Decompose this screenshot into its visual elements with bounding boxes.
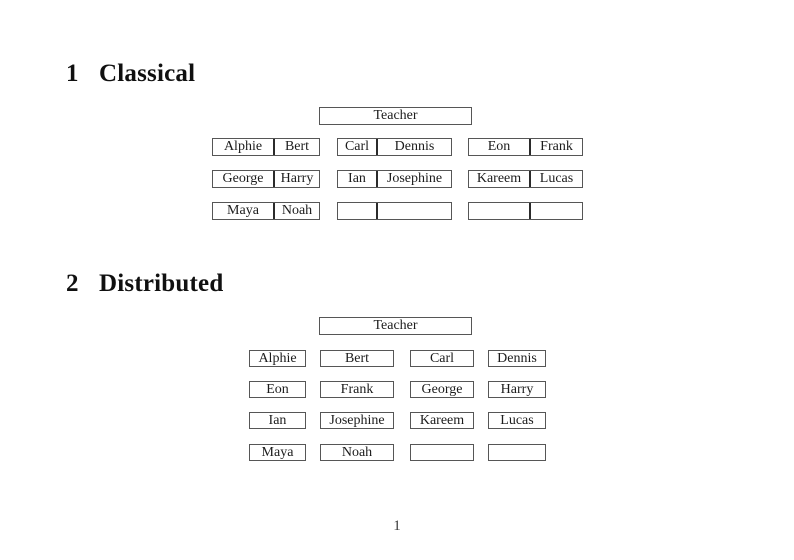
desk-box: Alphie Bert — [212, 138, 320, 156]
seat-name: Ian — [338, 171, 378, 187]
teacher-label: Teacher — [373, 108, 418, 123]
seat-box: Lucas — [488, 412, 546, 429]
seat-name: Alphie — [213, 139, 275, 155]
seat-name: Frank — [540, 139, 573, 154]
seat-name: Lucas — [539, 171, 574, 186]
seat-box: George — [410, 381, 474, 398]
section-heading-distributed: 2 Distributed — [66, 270, 223, 298]
section-number: 2 — [66, 270, 79, 297]
seat-name: Harry — [280, 171, 314, 186]
seat-name: Dennis — [394, 139, 435, 154]
seat-box: Dennis — [488, 350, 546, 367]
seat-box: Josephine — [320, 412, 394, 429]
page-number: 1 — [393, 518, 401, 534]
desk-box: Eon Frank — [468, 138, 583, 156]
section-title: Classical — [99, 60, 196, 87]
seat-box: Frank — [320, 381, 394, 398]
desk-box: Maya Noah — [212, 202, 320, 220]
seat-name: Noah — [281, 203, 313, 218]
desk-box: Carl Dennis — [337, 138, 452, 156]
seat-box: Eon — [249, 381, 306, 398]
seat-box: Carl — [410, 350, 474, 367]
desk-box-empty — [337, 202, 452, 220]
seat-box: Kareem — [410, 412, 474, 429]
seat-name: Kareem — [469, 171, 531, 187]
teacher-box: Teacher — [319, 317, 472, 335]
teacher-label: Teacher — [373, 318, 418, 333]
seat-box: Harry — [488, 381, 546, 398]
section-title: Distributed — [99, 270, 224, 297]
desk-box: Kareem Lucas — [468, 170, 583, 188]
seat-box: Noah — [320, 444, 394, 461]
desk-box-empty — [468, 202, 583, 220]
seat-name — [378, 203, 451, 219]
seat-box-empty — [410, 444, 474, 461]
seat-box: Maya — [249, 444, 306, 461]
section-number: 1 — [66, 60, 79, 87]
seat-name — [531, 203, 582, 219]
desk-box: Ian Josephine — [337, 170, 452, 188]
seat-name: Josephine — [386, 171, 443, 186]
teacher-box: Teacher — [319, 107, 472, 125]
seat-name — [338, 203, 378, 219]
seat-name: Bert — [284, 139, 310, 154]
seat-box-empty — [488, 444, 546, 461]
desk-box: George Harry — [212, 170, 320, 188]
seat-box: Alphie — [249, 350, 306, 367]
section-heading-classical: 1 Classical — [66, 60, 195, 88]
seat-box: Bert — [320, 350, 394, 367]
seat-name: Carl — [338, 139, 378, 155]
seat-name: Eon — [469, 139, 531, 155]
seat-box: Ian — [249, 412, 306, 429]
seat-name: Maya — [213, 203, 275, 219]
seat-name — [469, 203, 531, 219]
seat-name: George — [213, 171, 275, 187]
